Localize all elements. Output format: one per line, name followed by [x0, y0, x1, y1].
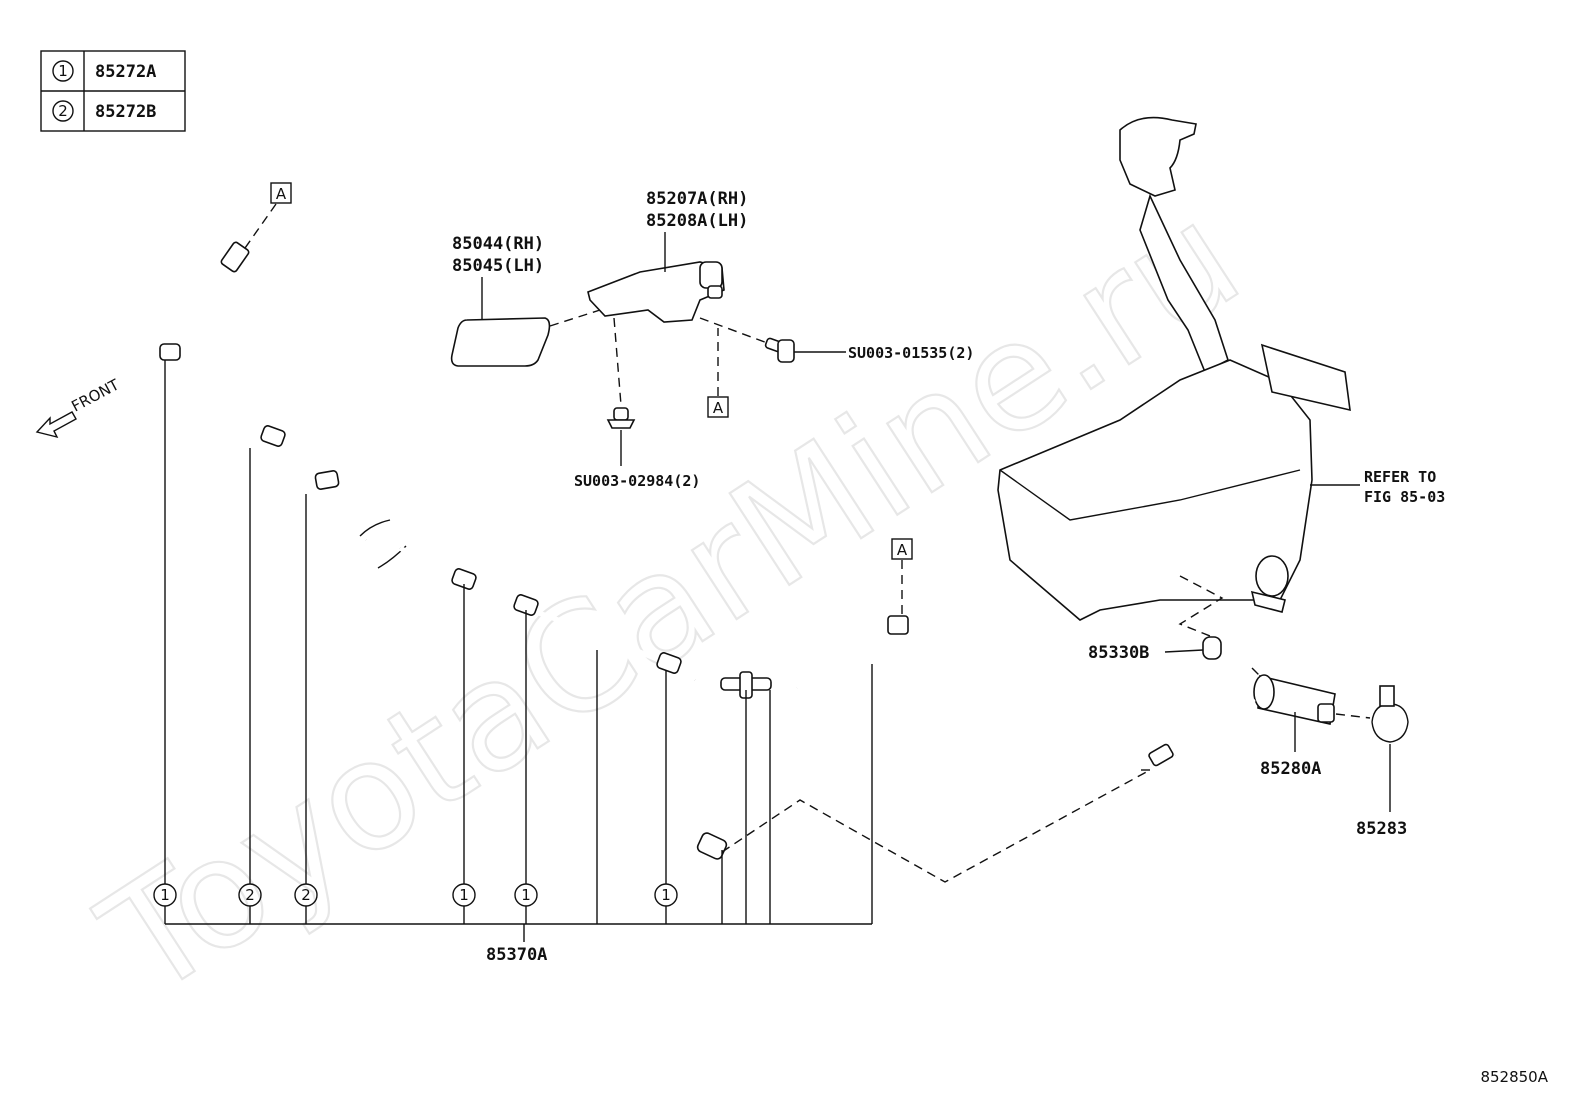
ref-marker-a-top: A	[270, 182, 292, 204]
label-grommet: 85330B	[1088, 643, 1149, 663]
clip-fastener	[606, 407, 636, 429]
label-bolt: SU003-01535(2)	[848, 344, 974, 362]
ref-marker-a-right: A	[891, 538, 913, 560]
label-cover-rh: 85044(RH)	[452, 234, 544, 254]
label-refer-2: FIG 85-03	[1364, 488, 1445, 506]
grommet	[1202, 636, 1222, 660]
front-arrow: FRONT	[35, 375, 123, 439]
bolt-fastener	[764, 337, 795, 363]
leader-lines	[164, 360, 873, 942]
callout-circle: 2	[238, 883, 262, 907]
washer-hose-upper	[159, 241, 407, 569]
headlamp-cleaner-cover	[450, 317, 551, 367]
callout-circle: 1	[654, 883, 678, 907]
legend-num-2: 2	[58, 102, 68, 120]
svg-text:A: A	[897, 541, 908, 559]
svg-text:2: 2	[245, 886, 255, 904]
legend-code-2: 85272B	[95, 102, 156, 122]
label-nozzle-lh: 85208A(LH)	[646, 211, 748, 231]
callout-circle: 1	[153, 883, 177, 907]
washer-nozzle-assembly	[587, 261, 725, 323]
front-label: FRONT	[68, 375, 122, 415]
svg-text:1: 1	[459, 886, 469, 904]
svg-text:1: 1	[160, 886, 170, 904]
hose-t-joint	[720, 671, 772, 699]
label-bracket: 85283	[1356, 819, 1407, 839]
washer-hose-lower	[398, 545, 697, 683]
legend-code-1: 85272A	[95, 62, 156, 82]
legend-table: 1 85272A 2 85272B	[40, 50, 186, 132]
svg-text:2: 2	[301, 886, 311, 904]
label-clip: SU003-02984(2)	[574, 472, 700, 490]
washer-tank	[997, 116, 1351, 621]
ref-marker-a-mid: A	[707, 396, 729, 418]
pump-bracket	[1371, 685, 1409, 743]
callout-circle: 1	[452, 883, 476, 907]
label-refer-1: REFER TO	[1364, 468, 1436, 486]
label-hose-assembly: 85370A	[486, 945, 547, 965]
label-cover-lh: 85045(LH)	[452, 256, 544, 276]
figure-id: 852850A	[1480, 1068, 1548, 1086]
label-nozzle-rh: 85207A(RH)	[646, 189, 748, 209]
washer-pump	[1148, 674, 1336, 767]
washer-hose-down	[696, 729, 745, 860]
callout-circle: 1	[514, 883, 538, 907]
washer-hose-right	[796, 615, 909, 691]
svg-text:1: 1	[521, 886, 531, 904]
label-pump: 85280A	[1260, 759, 1321, 779]
callout-circle: 2	[294, 883, 318, 907]
svg-text:A: A	[276, 185, 287, 203]
svg-text:1: 1	[661, 886, 671, 904]
legend-num-1: 1	[58, 62, 68, 80]
svg-text:A: A	[713, 399, 724, 417]
